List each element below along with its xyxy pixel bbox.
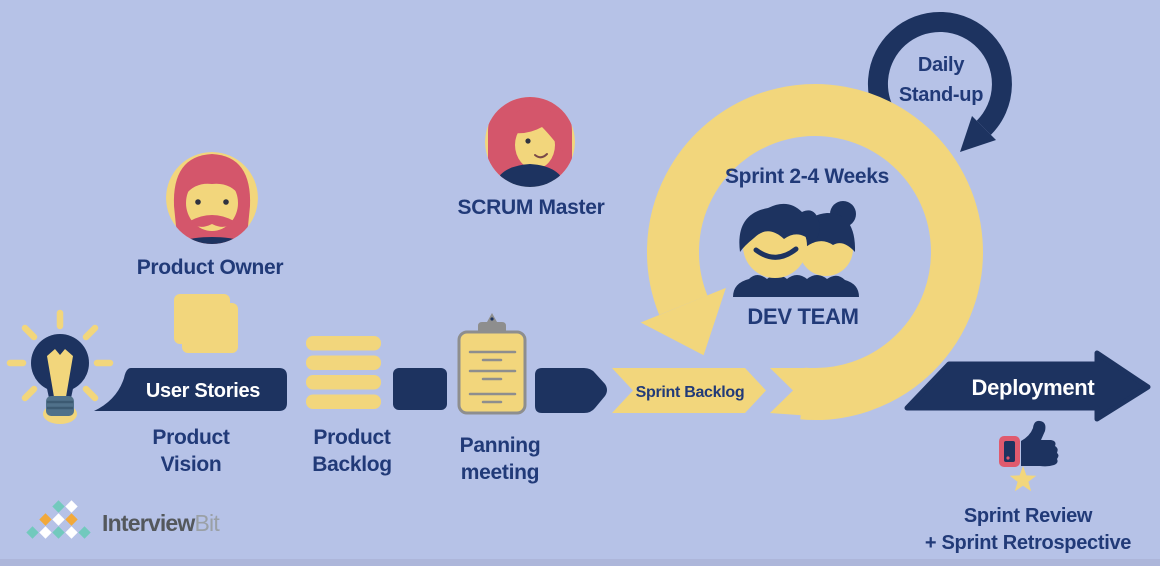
thumbs-up-icon xyxy=(999,420,1059,467)
wordmark-light: Bit xyxy=(194,510,220,536)
daily-standup-arrow xyxy=(867,12,1012,152)
product-backlog-line1: Product xyxy=(313,426,391,449)
flow-connector-2 xyxy=(535,368,607,413)
scrum-master-avatar xyxy=(485,97,575,187)
sprint-review-label: Sprint Review + Sprint Retrospective xyxy=(924,503,1132,557)
lightbulb-icon xyxy=(6,309,114,424)
product-backlog-line2: Backlog xyxy=(312,453,392,476)
planning-meeting-label: Panning meeting xyxy=(460,432,541,486)
backlog-bars-icon xyxy=(306,336,381,409)
daily-standup-line1: Daily xyxy=(917,54,965,76)
bottom-edge xyxy=(0,559,1160,566)
sticky-notes-icon xyxy=(174,294,238,353)
interviewbit-logo xyxy=(26,500,91,539)
deployment-arrow xyxy=(904,350,1151,422)
daily-standup-label: Daily Stand-up xyxy=(898,50,984,110)
user-stories-label: User Stories xyxy=(145,380,261,402)
product-backlog-label: Product Backlog xyxy=(312,424,392,478)
product-vision-line1: Product xyxy=(152,426,230,449)
product-vision-label: Product Vision xyxy=(152,424,230,478)
sprint-review-line1: Sprint Review xyxy=(963,505,1093,527)
sprint-backlog-chevron xyxy=(612,368,766,413)
product-owner-label: Product Owner xyxy=(136,256,284,279)
sprint-backlog-label: Sprint Backlog xyxy=(635,384,745,401)
product-vision-line2: Vision xyxy=(160,453,222,476)
flow-connector-1 xyxy=(393,368,447,410)
sprint-cycle-arrow xyxy=(640,84,983,421)
scrum-master-label: SCRUM Master xyxy=(457,196,605,219)
sprint-review-line2: + Sprint Retrospective xyxy=(924,532,1132,554)
deployment-label: Deployment xyxy=(971,375,1095,400)
lightbulb-rays-icon xyxy=(6,309,114,402)
star-icon xyxy=(1009,466,1037,492)
user-stories-banner xyxy=(94,368,287,411)
planning-meeting-line2: meeting xyxy=(460,461,540,484)
cycle-entry-chevron xyxy=(770,368,826,417)
wordmark-bold: Interview xyxy=(102,510,195,536)
product-owner-avatar xyxy=(166,152,258,244)
dev-team-icon xyxy=(733,201,859,297)
sprint-duration-label: Sprint 2-4 Weeks xyxy=(724,165,890,188)
clipboard-icon xyxy=(457,313,527,415)
interviewbit-wordmark: InterviewBit xyxy=(102,510,220,537)
planning-meeting-line1: Panning xyxy=(459,434,541,457)
daily-standup-line2: Stand-up xyxy=(898,84,984,106)
dev-team-label: DEV TEAM xyxy=(747,304,859,329)
